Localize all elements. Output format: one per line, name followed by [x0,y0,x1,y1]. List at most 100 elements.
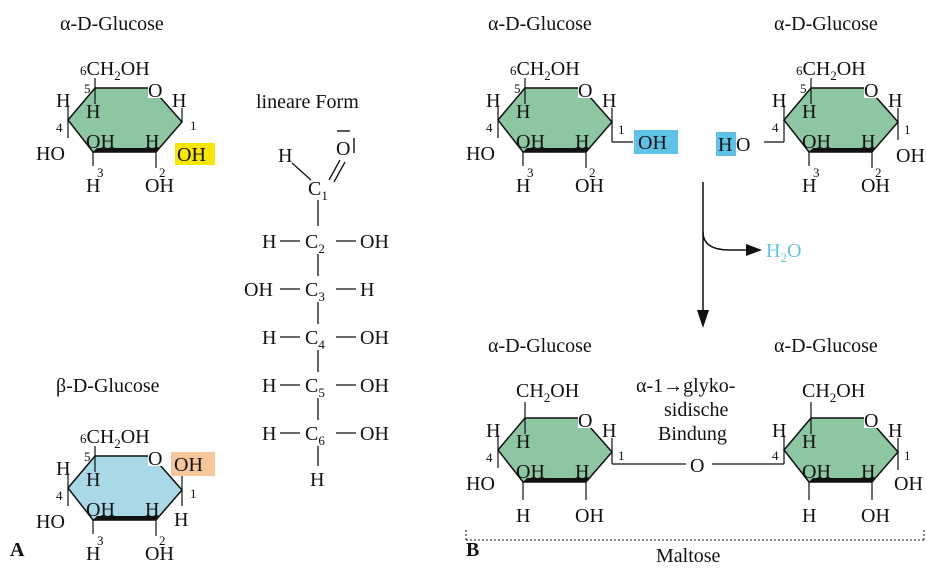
svg-text:4: 4 [56,120,63,135]
svg-text:H: H [86,175,100,197]
bond-label-line1: α-1→glyko- [636,375,735,397]
svg-text:2: 2 [589,165,596,180]
svg-text:3: 3 [97,533,104,548]
svg-text:1: 1 [618,448,625,463]
svg-text:H: H [86,101,100,123]
svg-text:H: H [772,420,786,442]
svg-text:H: H [86,543,100,565]
svg-text:HO: HO [36,143,65,165]
leaving-h: H [718,134,732,156]
svg-text:HO: HO [466,143,495,165]
svg-text:O: O [864,80,878,102]
svg-text:H: H [802,505,816,527]
svg-text:H: H [262,423,276,445]
svg-text:OH: OH [516,131,545,153]
svg-text:HO: HO [36,511,65,533]
reaction-arrow: H2O [697,182,801,328]
svg-text:OH: OH [145,543,174,565]
svg-text:OH: OH [244,279,273,301]
ring-oxygen: O [148,80,162,102]
svg-text:6CH2OH: 6CH2OH [796,58,866,83]
svg-text:CH2OH: CH2OH [516,380,579,405]
svg-text:3: 3 [97,165,104,180]
svg-text:H: H [486,90,500,112]
svg-text:H: H [888,90,902,112]
beta-glucose-title: β-D-Glucose [56,375,160,397]
svg-text:OH: OH [896,145,925,167]
svg-text:1: 1 [904,122,911,137]
svg-text:H: H [486,420,500,442]
svg-text:H: H [861,131,875,153]
svg-text:OH: OH [894,473,923,495]
svg-text:OH: OH [360,375,389,397]
svg-text:H: H [802,101,816,123]
svg-text:CH2OH: CH2OH [802,380,865,405]
bottom-left-title: α-D-Glucose [488,335,592,357]
bond-label-line3: Bindung [658,423,727,445]
svg-text:OH: OH [575,505,604,527]
svg-text:OH: OH [861,175,890,197]
svg-text:H: H [861,461,875,483]
svg-text:O: O [736,134,750,156]
svg-text:H: H [172,90,186,112]
svg-text:4: 4 [486,450,493,465]
svg-text:H: H [516,101,530,123]
svg-text:O: O [336,138,350,160]
alpha-oh-highlight [175,143,215,165]
svg-text:C5: C5 [305,375,325,400]
svg-text:H: H [602,90,616,112]
top-right-title: α-D-Glucose [774,13,878,35]
svg-text:4: 4 [772,120,779,135]
svg-text:H: H [145,499,159,521]
svg-text:OH: OH [802,131,831,153]
beta-anomeric-oh: OH [174,454,203,476]
ring-bold-edge [93,148,160,152]
linear-form-title: lineare Form [256,91,359,113]
svg-text:O: O [148,448,162,470]
svg-text:OH: OH [360,423,389,445]
svg-text:O: O [578,80,592,102]
svg-text:OH: OH [86,131,115,153]
svg-text:H: H [516,175,530,197]
bond-label-line2: sidische [664,399,729,421]
svg-text:H: H [802,431,816,453]
svg-text:C3: C3 [305,279,325,304]
svg-text:OH: OH [575,175,604,197]
panel-a: A α-D-Glucose O 6CH2OH 5 H H H 1 4 HO OH [10,13,389,565]
svg-text:4: 4 [56,488,63,503]
svg-text:OH: OH [360,327,389,349]
svg-text:C6: C6 [305,423,325,448]
svg-text:H: H [575,461,589,483]
svg-text:C2: C2 [305,231,325,256]
svg-text:1: 1 [190,486,197,501]
svg-text:3: 3 [813,165,820,180]
svg-text:H: H [516,431,530,453]
ch2oh-label: 6CH2OH [80,58,150,83]
alpha-anomeric-oh: OH [177,144,206,166]
svg-text:OH: OH [802,461,831,483]
svg-text:C1: C1 [308,178,328,203]
panel-a-label: A [10,539,25,561]
alpha-glucose-ring: O 6CH2OH 5 H H H 1 4 HO OH H OH 3 2 H OH [36,58,215,197]
top-right-glucose-ring: O 6CH2OH 5 H H H 1 4 H O OH H OH 3 2 H O… [716,58,925,197]
svg-text:H: H [56,458,70,480]
svg-text:H: H [516,505,530,527]
svg-text:OH: OH [516,461,545,483]
svg-text:6CH2OH: 6CH2OH [80,426,150,451]
svg-text:H: H [360,279,374,301]
svg-text:H: H [262,231,276,253]
svg-text:OH: OH [360,231,389,253]
svg-text:O: O [578,410,592,432]
glycosidic-bond: α-1→glyko- sidische Bindung O [636,375,735,477]
maltose-bracket: Maltose [465,530,925,567]
svg-text:3: 3 [527,165,534,180]
svg-text:HO: HO [466,473,495,495]
svg-text:H: H [262,375,276,397]
svg-text:H: H [262,327,276,349]
svg-text:H: H [278,145,292,167]
svg-text:C4: C4 [305,327,325,352]
water-label: H2O [766,240,801,265]
svg-text:H: H [772,90,786,112]
svg-text:H: H [602,420,616,442]
